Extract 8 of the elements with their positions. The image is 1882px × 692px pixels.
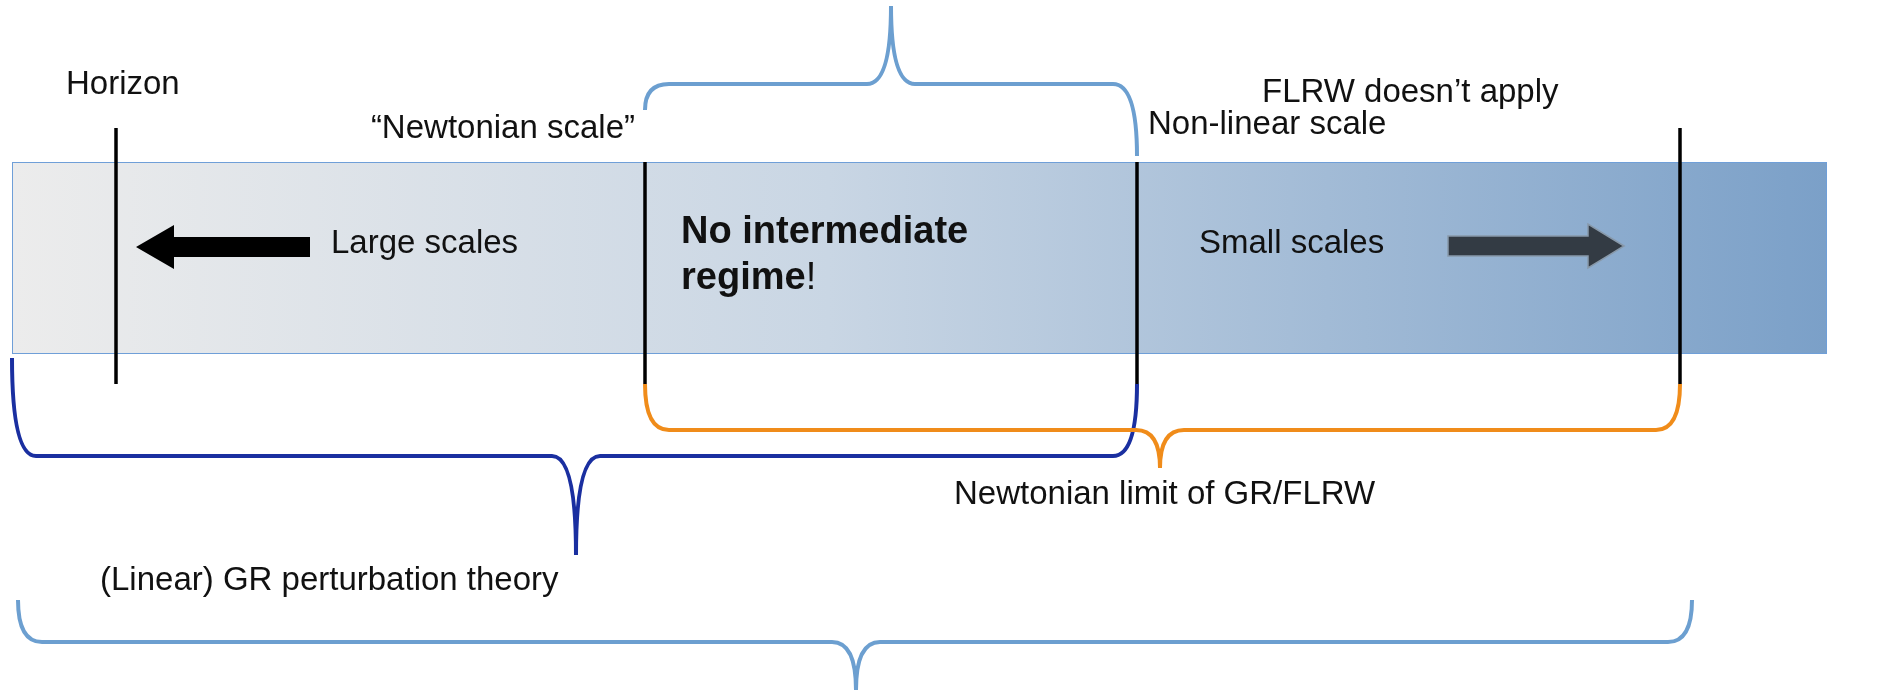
tick-label: “Newtonian scale” [370,108,635,146]
tick-label: Horizon [66,64,180,102]
band-label: Small scales [1199,222,1385,262]
band-note: No intermediate regime! [681,208,970,299]
range-label: Newtonian limit of GR/FLRW [954,474,1376,512]
band-label: Large scales [331,222,519,262]
scale-band [12,162,1827,354]
range-label: (Linear) GR perturbation theory [100,560,559,598]
